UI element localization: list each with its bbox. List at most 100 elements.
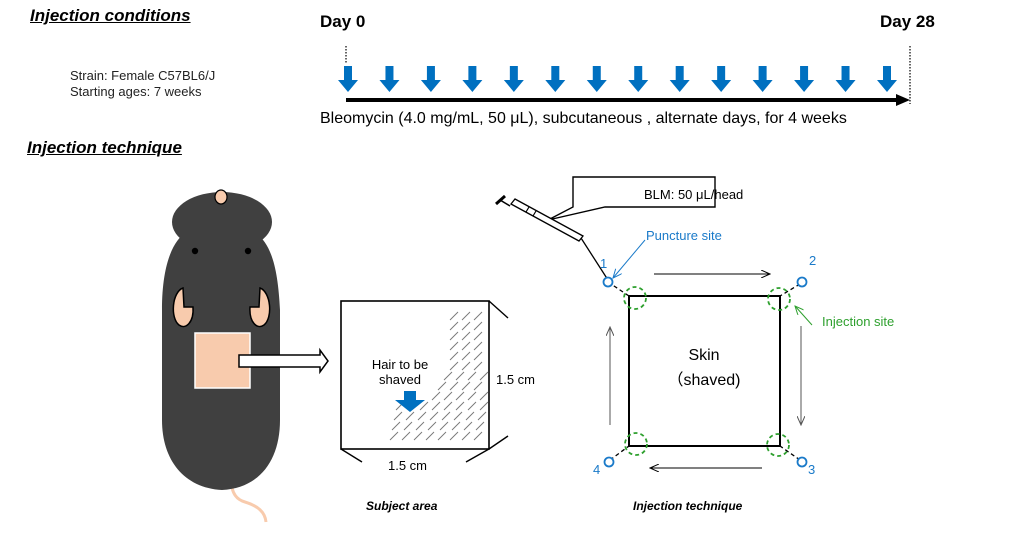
hair-stroke [427, 421, 437, 431]
injection-arrow-icon [379, 66, 400, 92]
hair-stroke [473, 331, 483, 341]
injection-arrow-icon [628, 66, 649, 92]
hair-stroke [461, 431, 471, 441]
hair-stroke [473, 381, 483, 391]
skin-square [628, 295, 781, 447]
hair-stroke [437, 381, 447, 391]
hair-stroke [473, 311, 483, 321]
subject-area-diagram [340, 300, 509, 463]
site-number-4: 4 [593, 462, 600, 477]
hair-stroke [455, 371, 465, 381]
site-number-3: 3 [808, 462, 815, 477]
hair-stroke [393, 411, 403, 421]
hair-stroke [417, 411, 427, 421]
hair-hatching [389, 311, 489, 441]
hair-stroke [467, 391, 477, 401]
subject-area-caption: Subject area [366, 499, 438, 513]
injection-technique-title: Injection technique [27, 138, 182, 157]
hair-stroke [389, 431, 399, 441]
hair-stroke [455, 401, 465, 411]
injection-technique-caption: Injection technique [633, 499, 743, 513]
injection-pointer [795, 306, 813, 326]
mouse-ear-right [249, 286, 271, 328]
hair-stroke [443, 371, 453, 381]
injection-technique-diagram: BLM: 50 μL/head Puncture site Injection … [366, 176, 894, 513]
site-number-1: 1 [600, 256, 607, 271]
hair-stroke [463, 421, 473, 431]
hair-stroke [473, 431, 483, 441]
injection-arrow-icon [794, 66, 815, 92]
hair-stroke [479, 391, 489, 401]
hair-stroke [391, 421, 401, 431]
hair-stroke [449, 341, 459, 351]
hair-stroke [419, 401, 429, 411]
hair-stroke [437, 431, 447, 441]
mouse-eye-right [244, 247, 252, 255]
hair-stroke [479, 371, 489, 381]
height-dimension-label: 1.5 cm [496, 372, 535, 387]
injection-arrow-icon [752, 66, 773, 92]
callout-text: BLM: 50 μL/head [644, 187, 743, 202]
hair-stroke [425, 431, 435, 441]
injection-site-3 [766, 433, 790, 457]
hair-stroke [449, 311, 459, 321]
hair-stroke [467, 371, 477, 381]
injection-arrow-icon [586, 66, 607, 92]
hair-stroke [461, 321, 471, 331]
puncture-site-3 [796, 456, 808, 468]
hair-stroke [449, 431, 459, 441]
hair-stroke [451, 421, 461, 431]
hair-stroke [429, 411, 439, 421]
injection-arrow-icon [877, 66, 897, 92]
hair-stroke [461, 351, 471, 361]
starting-age-text: Starting ages: 7 weeks [70, 84, 202, 99]
hair-stroke [431, 391, 441, 401]
hair-stroke [413, 431, 423, 441]
injection-conditions-title: Injection conditions [30, 6, 191, 25]
injection-site-2 [767, 287, 791, 311]
hair-stroke [473, 341, 483, 351]
injection-arrow-icon [669, 66, 690, 92]
hair-stroke [473, 321, 483, 331]
mouse-ear-left [172, 286, 194, 328]
mouse-illustration [162, 189, 329, 523]
injection-site-1 [623, 286, 647, 310]
puncture-site-2 [796, 276, 808, 288]
site-number-2: 2 [809, 253, 816, 268]
day-28-label: Day 28 [880, 12, 935, 31]
puncture-site-4 [603, 456, 615, 468]
hair-stroke [449, 381, 459, 391]
hair-stroke [449, 331, 459, 341]
injection-arrow-icon [338, 66, 358, 92]
mouse-nose [214, 189, 228, 205]
hair-label-line1: Hair to be [372, 357, 428, 372]
hair-stroke [473, 361, 483, 371]
width-dimension-label: 1.5 cm [388, 458, 427, 473]
hair-stroke [479, 401, 489, 411]
injection-arrow-icon [420, 66, 441, 92]
hair-label-line2: shaved [379, 372, 421, 387]
hair-stroke [449, 351, 459, 361]
timeline-arrowhead-icon [896, 94, 910, 106]
skin-label-line2: （shaved) [668, 371, 741, 389]
puncture-pointer [613, 239, 646, 278]
skin-label-line1: Skin [688, 347, 719, 364]
hair-stroke [441, 411, 451, 421]
subject-area-square [340, 300, 490, 450]
hair-stroke [431, 401, 441, 411]
syringe-icon [495, 194, 609, 281]
hair-stroke [449, 321, 459, 331]
hair-stroke [461, 311, 471, 321]
hair-stroke [403, 421, 413, 431]
hair-stroke [443, 391, 453, 401]
injection-arrow-icon [545, 66, 566, 92]
hair-stroke [415, 421, 425, 431]
hair-stroke [467, 401, 477, 411]
injection-site-label: Injection site [822, 314, 894, 329]
mouse-tail [229, 477, 268, 523]
hair-stroke [401, 431, 411, 441]
zoom-arrow-icon [238, 347, 329, 375]
hair-stroke [461, 361, 471, 371]
hair-stroke [455, 391, 465, 401]
hair-stroke [405, 411, 415, 421]
